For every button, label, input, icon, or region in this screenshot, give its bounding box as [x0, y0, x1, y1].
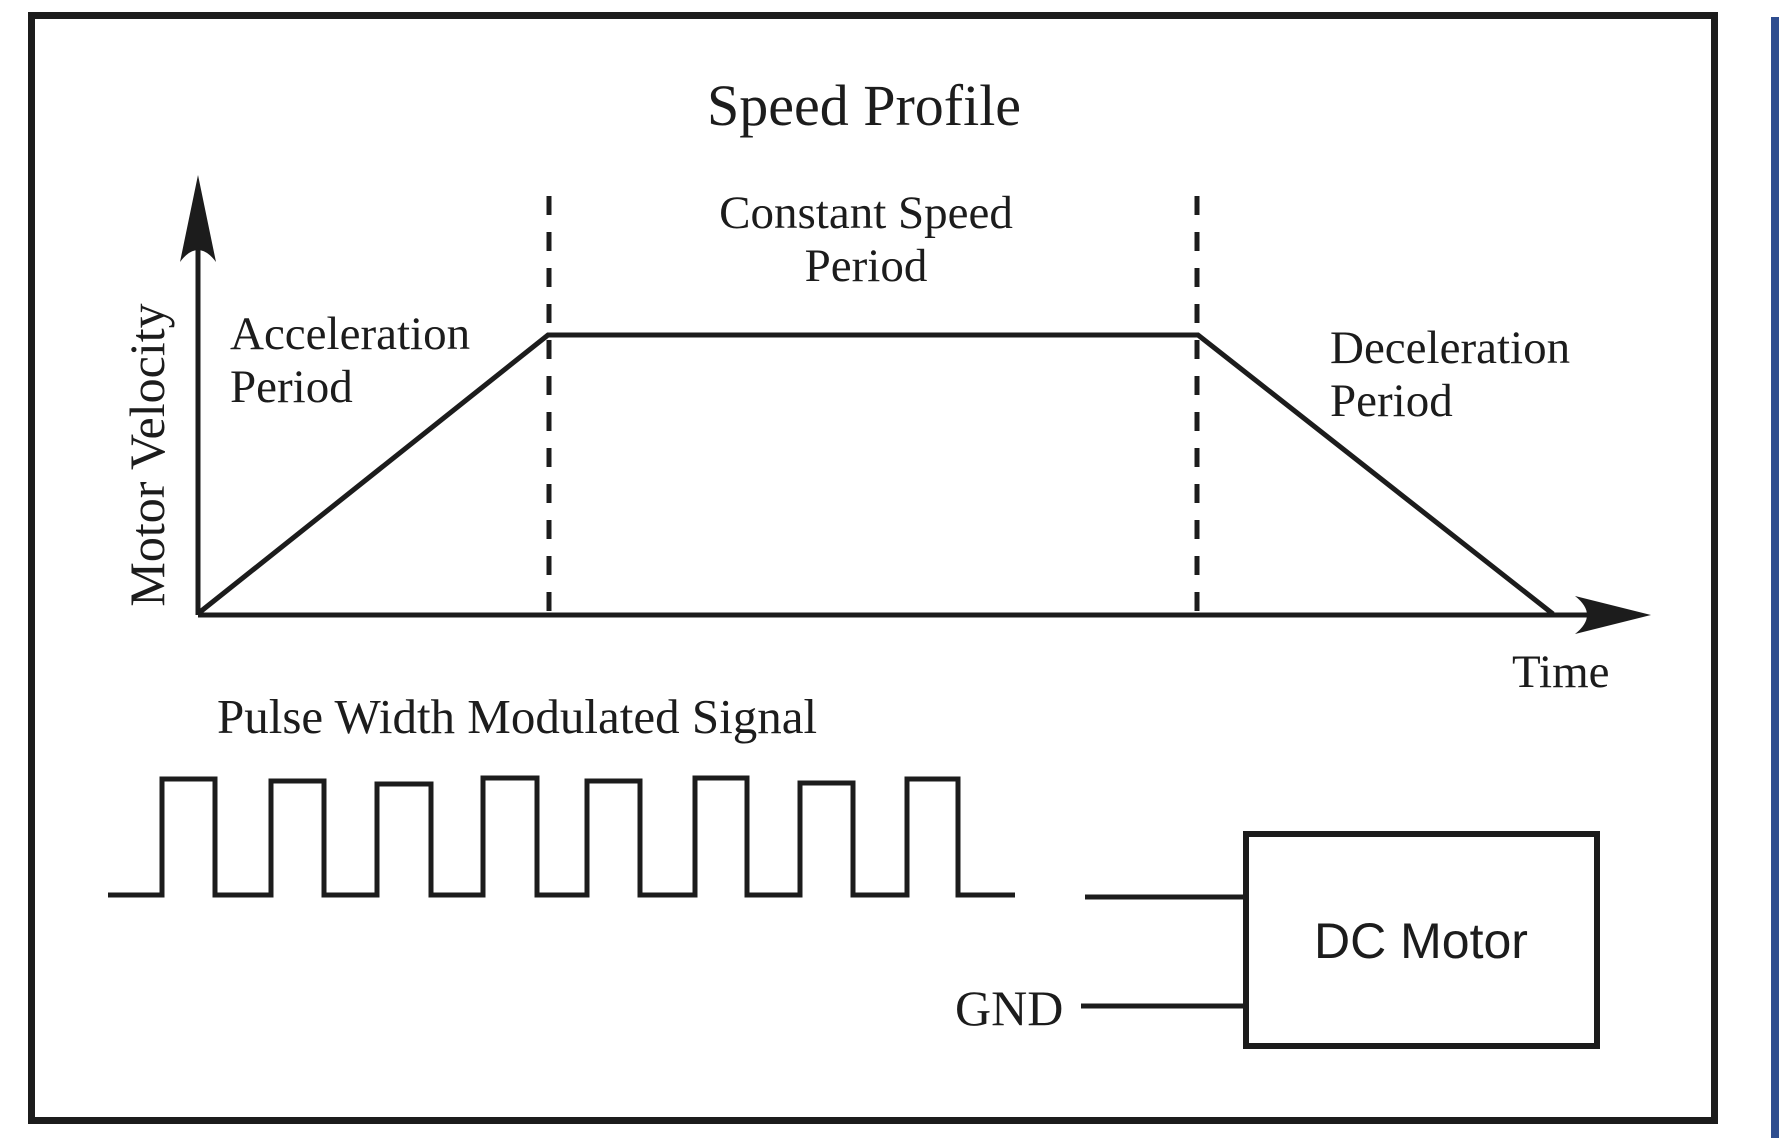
x-axis-arrowhead-icon — [1575, 596, 1651, 634]
pwm-signal-label: Pulse Width Modulated Signal — [217, 689, 818, 744]
acceleration-label-line1: Acceleration — [230, 308, 471, 360]
acceleration-period-label: Acceleration Period — [230, 308, 470, 413]
dc-motor-box — [1243, 831, 1600, 1049]
deceleration-label-line1: Deceleration — [1330, 322, 1571, 374]
outer-border — [28, 12, 1718, 1124]
y-axis-label: Motor Velocity — [119, 303, 175, 607]
velocity-profile-curve — [198, 332, 1555, 616]
constant-speed-label-line2: Period — [804, 239, 928, 292]
deceleration-label-line2: Period — [1330, 374, 1453, 427]
page-title: Speed Profile — [706, 73, 1022, 138]
constant-speed-period-label: Constant Speed Period — [719, 187, 1013, 292]
right-accent-stripe — [1771, 17, 1779, 1138]
y-axis-arrowhead-icon — [180, 175, 216, 262]
deceleration-period-label: Deceleration Period — [1330, 322, 1570, 427]
dc-motor-label: DC Motor — [1314, 913, 1528, 969]
pwm-waveform — [108, 775, 1015, 898]
x-axis-label: Time — [1512, 646, 1610, 698]
gnd-label: GND — [955, 980, 1064, 1036]
acceleration-label-line2: Period — [230, 360, 353, 413]
constant-speed-label-line1: Constant Speed — [719, 187, 1013, 239]
